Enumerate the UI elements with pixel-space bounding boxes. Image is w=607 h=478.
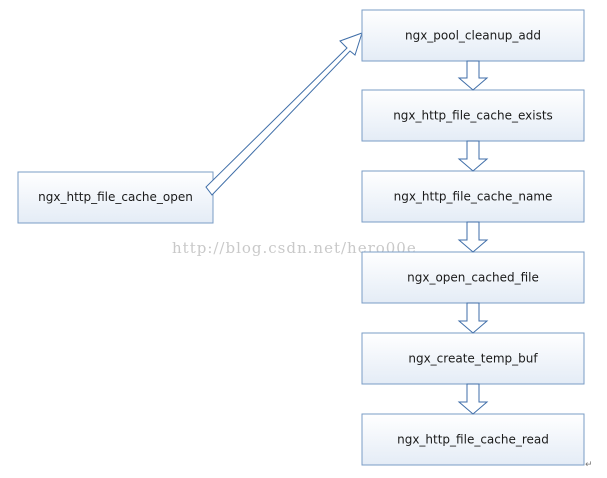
paragraph-mark-icon: ↵ <box>585 460 593 470</box>
step-node-label: ngx_http_file_cache_exists <box>393 109 553 123</box>
step-node: ngx_create_temp_buf <box>361 332 585 385</box>
source-node: ngx_http_file_cache_open <box>17 171 214 224</box>
source-to-first-arrow <box>205 32 363 196</box>
step-node-label: ngx_http_file_cache_read <box>397 433 549 447</box>
source-node-label: ngx_http_file_cache_open <box>38 190 193 204</box>
step-node-label: ngx_create_temp_buf <box>408 352 538 366</box>
step-node-box <box>361 251 585 304</box>
step-node: ngx_open_cached_file <box>361 251 585 304</box>
step-node: ngx_pool_cleanup_add <box>361 9 585 62</box>
step-node: ngx_http_file_cache_exists <box>361 89 585 142</box>
step-arrow <box>457 221 489 253</box>
step-node-box <box>361 413 585 466</box>
step-arrows <box>457 60 489 415</box>
step-arrow <box>457 302 489 334</box>
step-arrow <box>457 383 489 415</box>
step-node: ngx_http_file_cache_read <box>361 413 585 466</box>
step-arrow <box>457 140 489 172</box>
step-nodes: ngx_pool_cleanup_add ngx_http_file_cache_… <box>361 9 585 466</box>
step-node-box <box>361 332 585 385</box>
step-node-label: ngx_http_file_cache_name <box>394 190 553 204</box>
step-node-label: ngx_open_cached_file <box>407 271 539 285</box>
step-arrow <box>457 60 489 91</box>
watermark-text: http://blog.csdn.net/hero00e <box>172 239 417 257</box>
step-node-label: ngx_pool_cleanup_add <box>405 29 541 43</box>
step-node-box <box>361 89 585 142</box>
step-node: ngx_http_file_cache_name <box>361 170 585 223</box>
